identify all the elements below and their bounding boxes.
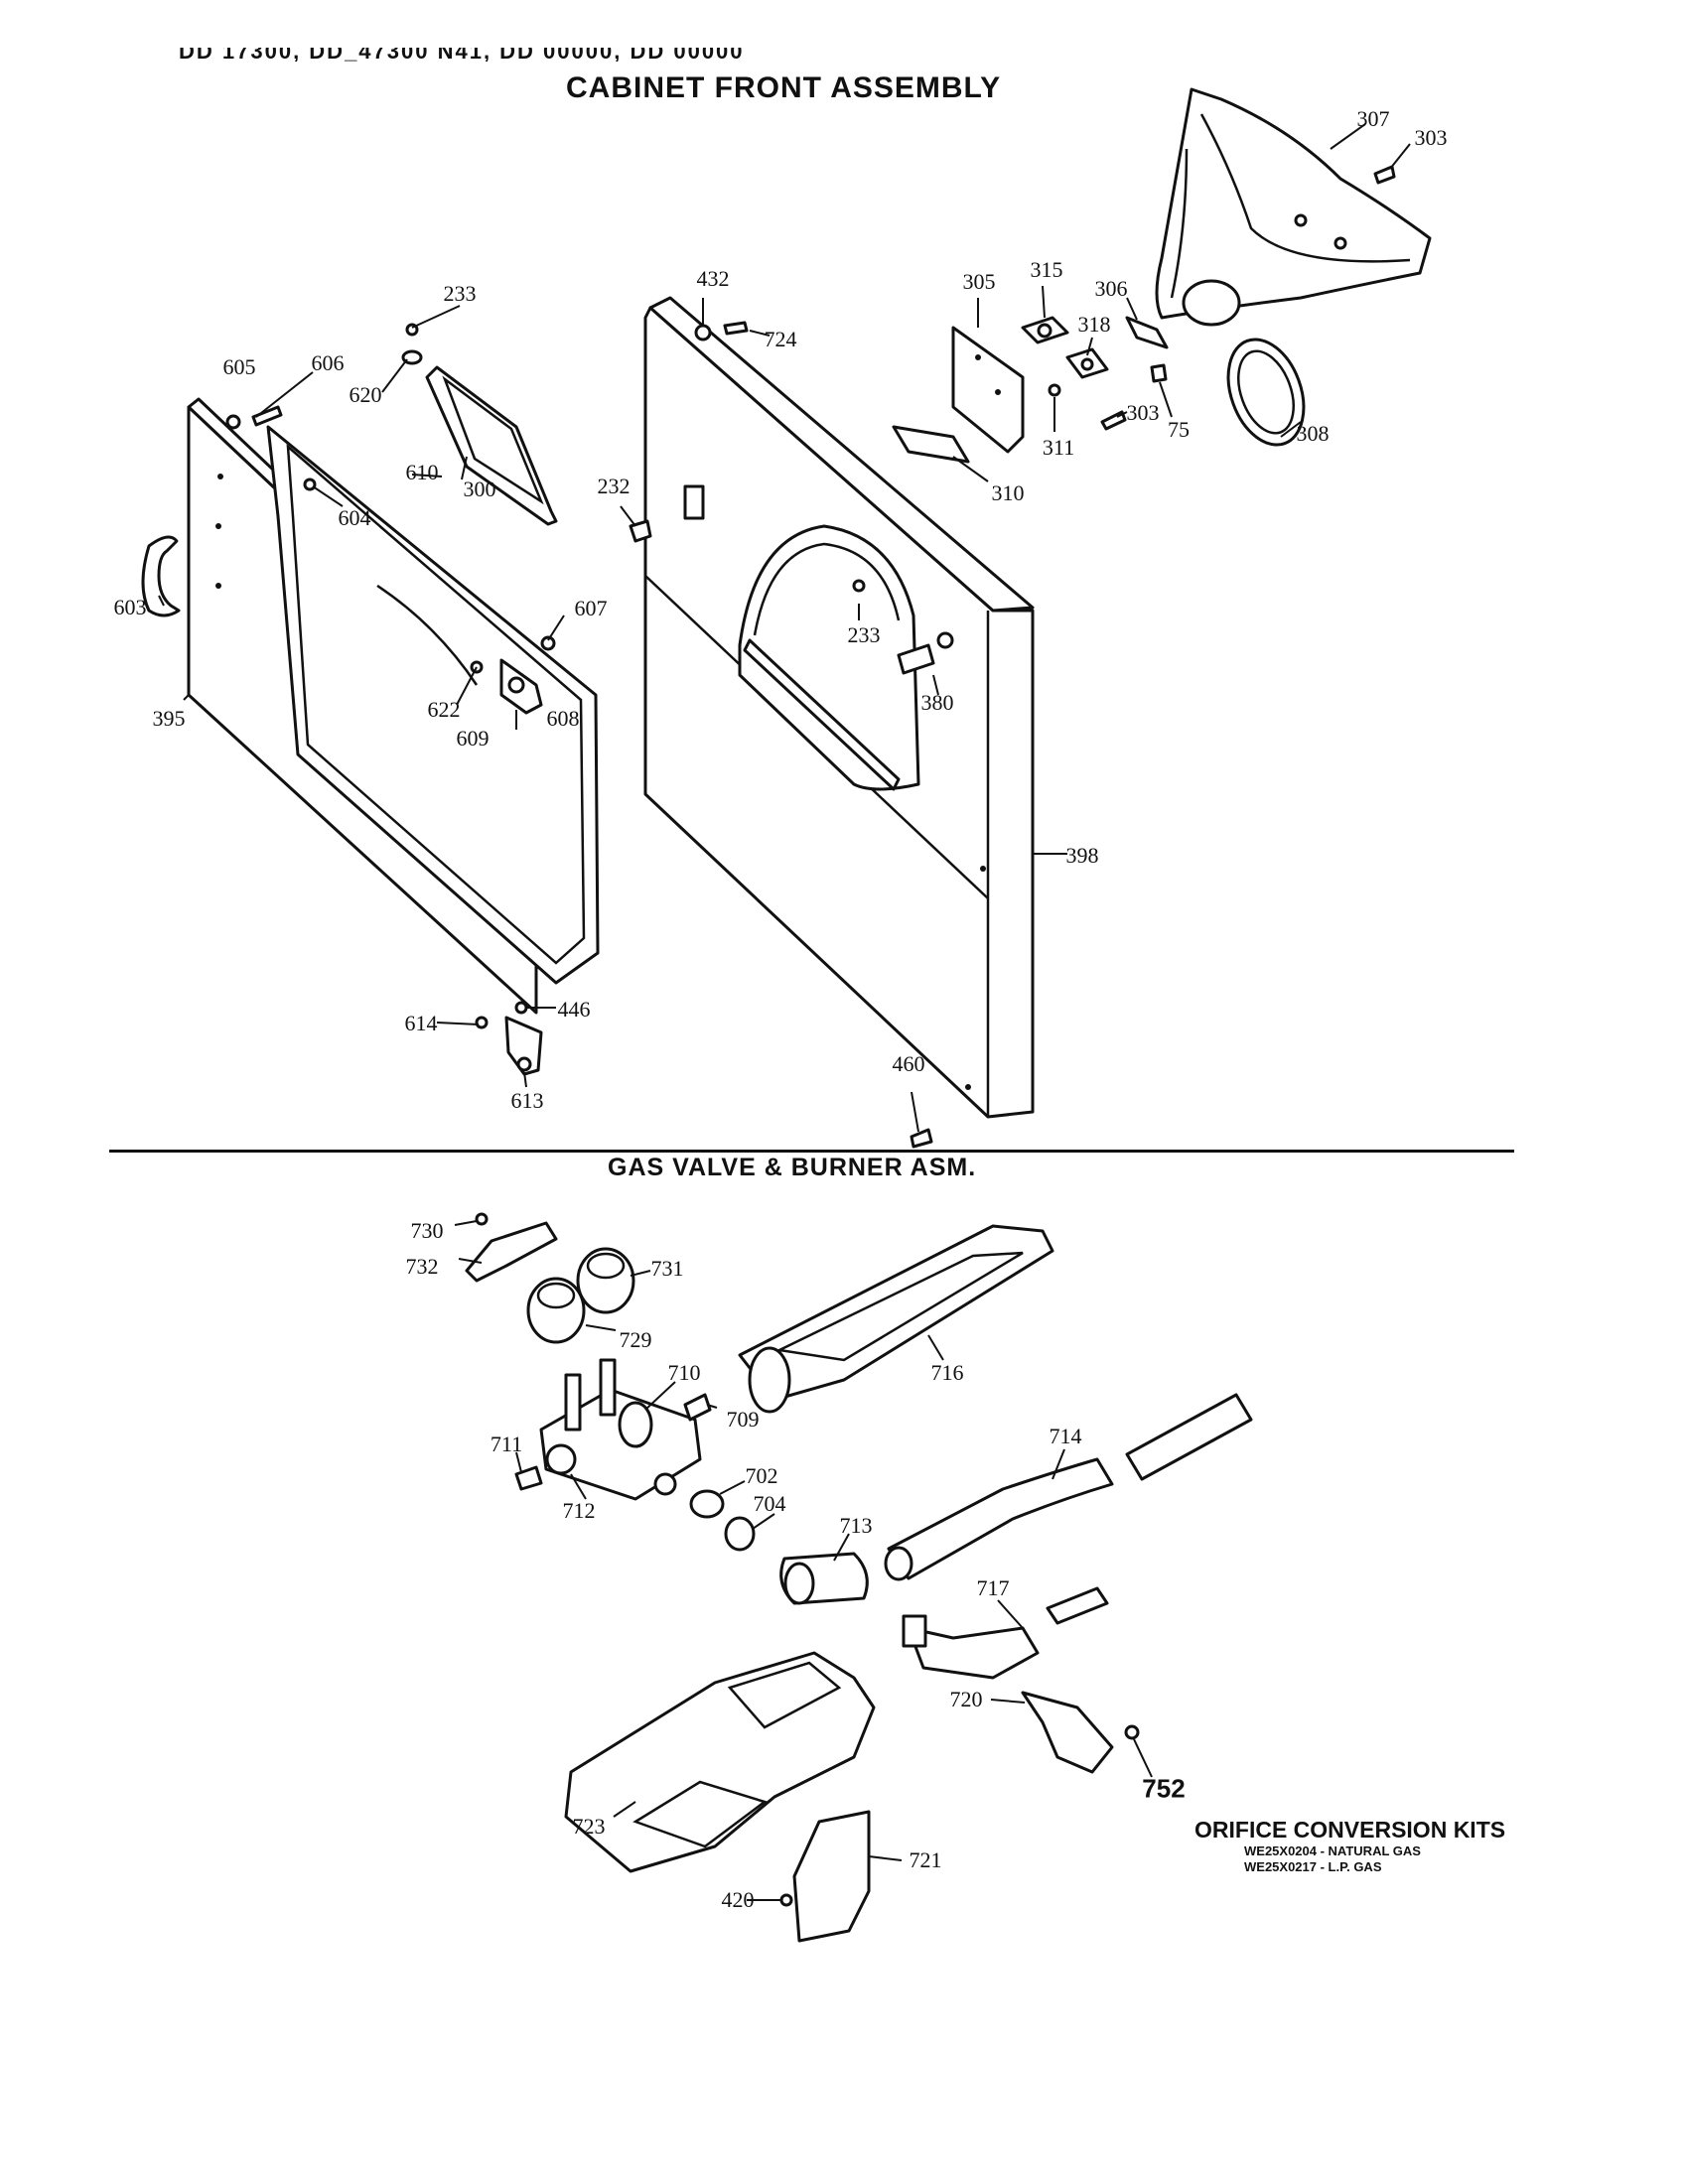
- thermal-fuse: [1065, 347, 1109, 379]
- part-label-724: 724: [764, 327, 797, 351]
- part-label-702: 702: [745, 1463, 778, 1488]
- gas-valve-body: [539, 1358, 702, 1501]
- part-label-729: 729: [619, 1327, 652, 1352]
- cabinet-front-panel: [643, 296, 1035, 1119]
- part-label-713: 713: [839, 1513, 873, 1538]
- lower-hinge: [504, 1016, 543, 1076]
- part-label-603: 603: [113, 595, 147, 619]
- leader-lines: [158, 123, 1411, 1901]
- part-label-311: 311: [1042, 435, 1075, 460]
- kits-title: ORIFICE CONVERSION KITS: [1194, 1817, 1506, 1843]
- part-label-303: 303: [1126, 400, 1160, 425]
- part-label-232: 232: [597, 474, 631, 498]
- part-label-614: 614: [404, 1011, 438, 1035]
- sensor-bracket: [1125, 316, 1169, 349]
- kit-natural-gas: WE25X0204 - NATURAL GAS: [1244, 1843, 1421, 1858]
- cabinet-front-assembly-title: CABINET FRONT ASSEMBLY: [566, 71, 1002, 104]
- door-inner-liner: [266, 425, 600, 985]
- part-label-308: 308: [1296, 421, 1330, 446]
- heat-shield: [792, 1810, 871, 1943]
- part-label-709: 709: [726, 1407, 760, 1432]
- thermostat: [1021, 316, 1069, 344]
- part-label-752: 752: [1142, 1773, 1186, 1804]
- part-label-306: 306: [1094, 276, 1128, 301]
- blower-seal: [1226, 338, 1306, 447]
- gas-fasteners: [475, 1212, 1140, 1907]
- lint-filter-housing: [425, 365, 558, 526]
- coil-bracket: [465, 1221, 558, 1283]
- valve-nozzle-side: [514, 1465, 543, 1491]
- part-label-398: 398: [1065, 843, 1099, 868]
- part-label-731: 731: [650, 1256, 684, 1281]
- control-bracket: [951, 326, 1025, 454]
- burner-tube: [738, 1224, 1054, 1414]
- part-label-305: 305: [962, 269, 996, 294]
- gas-valve-burner-title: GAS VALVE & BURNER ASM.: [608, 1154, 977, 1181]
- kit-lp-gas: WE25X0217 - L.P. GAS: [1244, 1859, 1382, 1874]
- part-label-610: 610: [405, 460, 439, 484]
- burner-pipe: [884, 1393, 1253, 1581]
- part-label-446: 446: [557, 997, 591, 1022]
- part-label-315: 315: [1030, 257, 1063, 282]
- part-label-620: 620: [349, 382, 382, 407]
- part-label-711: 711: [490, 1432, 523, 1456]
- mounting-plate: [892, 425, 970, 464]
- part-label-613: 613: [510, 1088, 544, 1113]
- part-label-732: 732: [405, 1254, 439, 1279]
- part-label-721: 721: [909, 1847, 942, 1872]
- part-label-716: 716: [930, 1360, 964, 1385]
- part-label-420: 420: [721, 1887, 755, 1912]
- section-divider: [109, 1150, 1514, 1153]
- door-handle: [141, 535, 181, 617]
- part-label-605: 605: [222, 354, 256, 379]
- part-label-710: 710: [667, 1360, 701, 1385]
- valve-nozzle: [683, 1393, 712, 1422]
- blower-housing: [1155, 87, 1432, 327]
- part-label-604: 604: [338, 505, 371, 530]
- part-label-380: 380: [920, 690, 954, 715]
- part-label-712: 712: [562, 1498, 596, 1523]
- door-hinge: [499, 658, 543, 715]
- orifice-conversion-kits: ORIFICE CONVERSION KITS WE25X0204 - NATU…: [1194, 1817, 1532, 1875]
- valve-coils: [526, 1247, 635, 1344]
- part-label-432: 432: [696, 266, 730, 291]
- part-label-307: 307: [1356, 106, 1390, 131]
- part-label-714: 714: [1049, 1424, 1082, 1448]
- part-label-310: 310: [991, 480, 1025, 505]
- igniter: [902, 1586, 1109, 1680]
- burner-base: [564, 1651, 876, 1873]
- part-label-717: 717: [976, 1575, 1010, 1600]
- part-label-720: 720: [949, 1687, 983, 1711]
- part-label-607: 607: [574, 596, 608, 620]
- part-label-723: 723: [572, 1814, 606, 1839]
- part-label-609: 609: [456, 726, 490, 751]
- part-label-622: 622: [427, 697, 461, 722]
- part-label-395: 395: [152, 706, 186, 731]
- part-label-233: 233: [443, 281, 477, 306]
- truncated-model-header: DD 17300, DD_47300 N41, DD 00000, DD 000…: [179, 48, 745, 62]
- part-label-606: 606: [311, 350, 345, 375]
- part-label-233b: 233: [847, 622, 881, 647]
- igniter-bracket: [1021, 1691, 1114, 1774]
- part-label-730: 730: [410, 1218, 444, 1243]
- door-switch: [897, 631, 954, 675]
- part-label-704: 704: [753, 1491, 786, 1516]
- manifold-elbow: [779, 1552, 869, 1605]
- part-label-300: 300: [463, 477, 496, 501]
- orifice-fittings: [689, 1489, 756, 1552]
- part-label-318: 318: [1077, 312, 1111, 337]
- part-label-75: 75: [1168, 417, 1190, 442]
- part-label-608: 608: [546, 706, 580, 731]
- part-label-303b: 303: [1414, 125, 1448, 150]
- part-label-460: 460: [892, 1051, 925, 1076]
